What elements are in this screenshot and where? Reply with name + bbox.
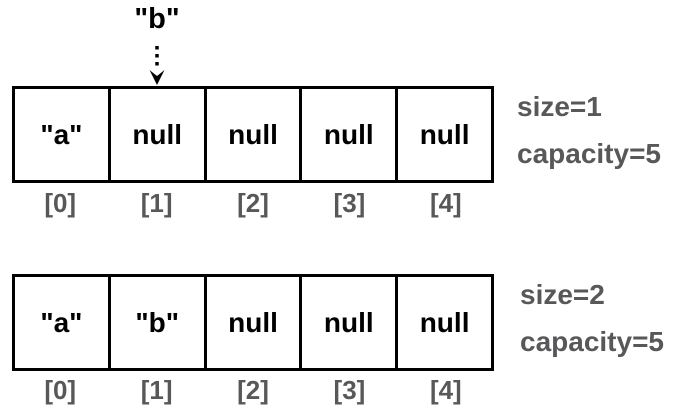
size-label: size=1 xyxy=(517,91,602,122)
array-cell: null xyxy=(395,277,491,368)
index-label: [3] xyxy=(333,375,366,405)
index-label: [1] xyxy=(140,188,173,218)
index-label: [4] xyxy=(429,375,462,405)
array-cell: null xyxy=(203,277,300,368)
array-cell: "b" xyxy=(107,277,204,368)
array-cell: null xyxy=(299,277,395,368)
index-label: [2] xyxy=(237,375,269,405)
index-row-after: [0] [1] [2] [3] [4] xyxy=(12,375,494,406)
index-label: [3] xyxy=(333,188,366,218)
array-meta-after: size=2 capacity=5 xyxy=(520,271,664,365)
array-cell: null xyxy=(107,89,204,180)
index-label: [0] xyxy=(44,375,77,405)
size-label: size=2 xyxy=(520,279,605,310)
array-cell: "a" xyxy=(40,118,83,150)
insert-arrow-icon xyxy=(149,46,165,85)
array-cell: null xyxy=(395,89,491,180)
array-state-before: "a" null null null null xyxy=(12,86,494,183)
index-label: [1] xyxy=(140,375,173,405)
index-row-before: [0] [1] [2] [3] [4] xyxy=(12,188,494,219)
index-label: [2] xyxy=(237,188,269,218)
array-cell: null xyxy=(299,89,395,180)
array-meta-before: size=1 capacity=5 xyxy=(517,83,661,177)
index-label: [4] xyxy=(429,188,462,218)
capacity-label: capacity=5 xyxy=(517,138,661,169)
index-label: [0] xyxy=(44,188,77,218)
array-cell: "a" xyxy=(40,306,83,338)
array-cell: null xyxy=(203,89,300,180)
insert-value-label: "b" xyxy=(134,3,180,35)
array-state-after: "a" "b" null null null xyxy=(12,274,494,371)
capacity-label: capacity=5 xyxy=(520,326,664,357)
